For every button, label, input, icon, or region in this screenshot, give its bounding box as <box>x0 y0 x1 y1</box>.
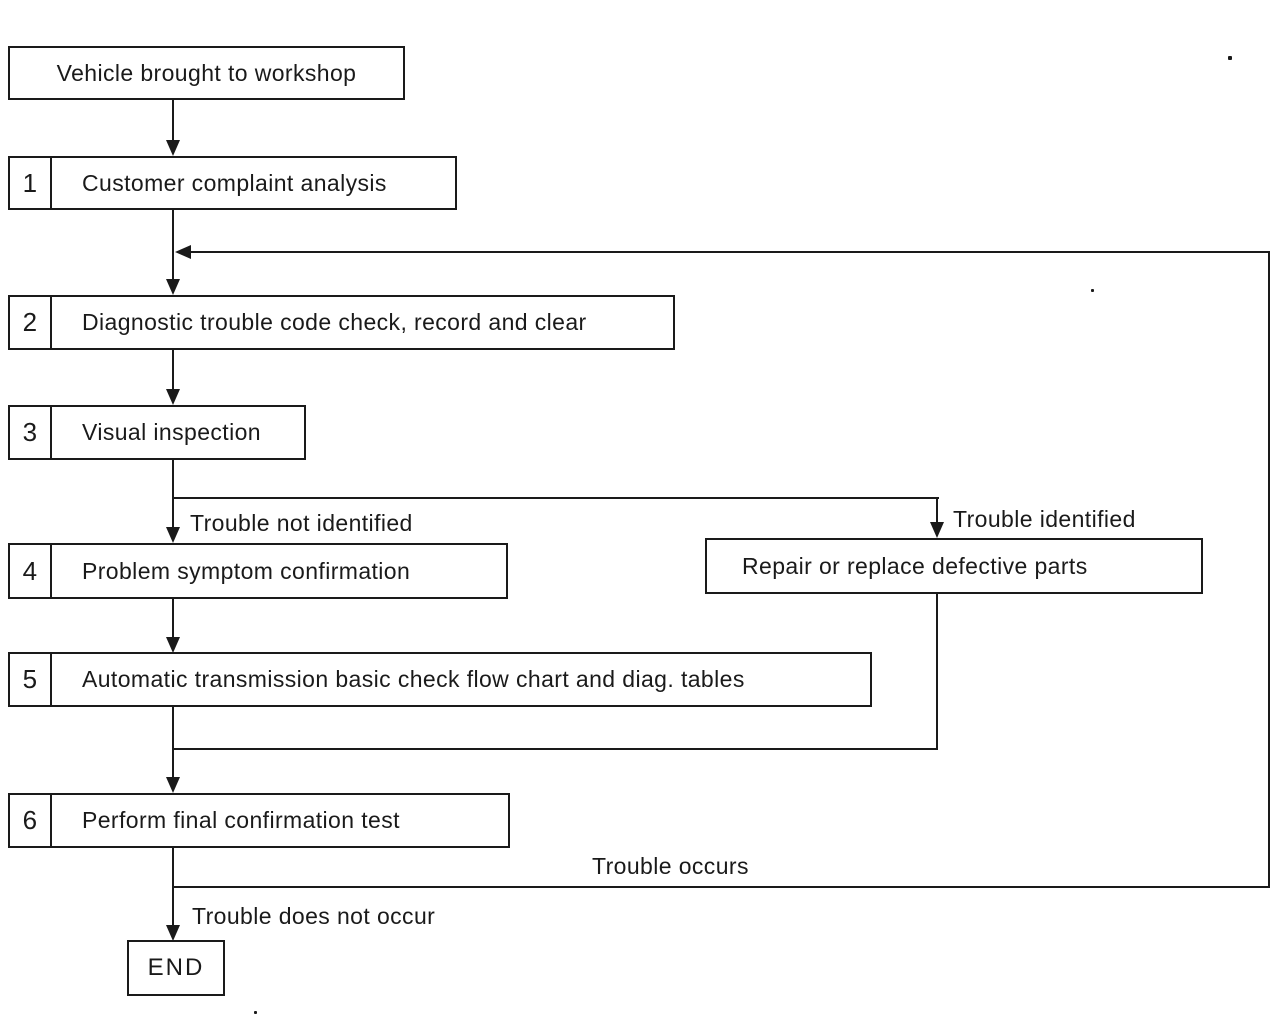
arrowhead-down-icon <box>166 925 180 941</box>
step-number: 2 <box>10 297 52 348</box>
connector-step5-step6 <box>172 707 174 778</box>
step-label: Customer complaint analysis <box>82 169 387 196</box>
arrowhead-down-icon <box>166 389 180 405</box>
connector-step3-step4 <box>172 460 174 528</box>
arrowhead-down-icon <box>930 522 944 538</box>
step-number: 5 <box>10 654 52 705</box>
node-end-label: END <box>147 954 205 981</box>
node-start: Vehicle brought to workshop <box>8 46 405 100</box>
connector-step2-step3 <box>172 350 174 390</box>
node-step-1: 1 Customer complaint analysis <box>8 156 457 210</box>
node-step-3: 3 Visual inspection <box>8 405 306 460</box>
arrowhead-down-icon <box>166 777 180 793</box>
node-repair-label: Repair or replace defective parts <box>742 552 1088 579</box>
step-label: Automatic transmission basic check flow … <box>82 666 745 692</box>
step-label: Perform final confirmation test <box>82 807 400 833</box>
connector-feedback-top-horizontal <box>190 251 1270 253</box>
edge-label-trouble-identified: Trouble identified <box>953 506 1136 532</box>
connector-repair-merge-horizontal <box>173 748 938 750</box>
scan-speck <box>1228 56 1232 60</box>
connector-feedback-right-vertical <box>1268 251 1270 888</box>
connector-step4-step5 <box>172 599 174 638</box>
step-label: Problem symptom confirmation <box>82 557 411 584</box>
edge-label-trouble-does-not-occur: Trouble does not occur <box>192 903 436 929</box>
connector-step1-step2 <box>172 210 174 280</box>
edge-label-trouble-occurs: Trouble occurs <box>592 853 749 879</box>
arrowhead-down-icon <box>166 279 180 295</box>
connector-repair-exit-vertical <box>936 594 938 750</box>
connector-trouble-occurs-horizontal <box>173 886 1270 888</box>
arrowhead-down-icon <box>166 527 180 543</box>
node-step-2: 2 Diagnostic trouble code check, record … <box>8 295 675 350</box>
step-label: Visual inspection <box>82 419 261 445</box>
arrowhead-left-icon <box>175 245 191 259</box>
connector-start-step1 <box>172 100 174 141</box>
node-step-6: 6 Perform final confirmation test <box>8 793 510 848</box>
step-number: 4 <box>10 545 52 597</box>
node-end: END <box>127 940 225 996</box>
arrowhead-down-icon <box>166 140 180 156</box>
edge-label-trouble-not-identified: Trouble not identified <box>190 510 413 536</box>
scan-speck <box>254 1011 257 1014</box>
connector-branch-trouble-identified-vertical <box>936 497 938 523</box>
arrowhead-down-icon <box>166 637 180 653</box>
node-repair: Repair or replace defective parts <box>705 538 1203 594</box>
step-number: 3 <box>10 407 52 458</box>
scan-speck <box>1091 289 1094 292</box>
node-step-5: 5 Automatic transmission basic check flo… <box>8 652 872 707</box>
step-label: Diagnostic trouble code check, record an… <box>82 309 587 335</box>
step-number: 6 <box>10 795 52 846</box>
node-step-4: 4 Problem symptom confirmation <box>8 543 508 599</box>
node-start-label: Vehicle brought to workshop <box>56 59 357 86</box>
connector-branch-trouble-identified-horizontal <box>173 497 939 499</box>
step-number: 1 <box>10 158 52 208</box>
